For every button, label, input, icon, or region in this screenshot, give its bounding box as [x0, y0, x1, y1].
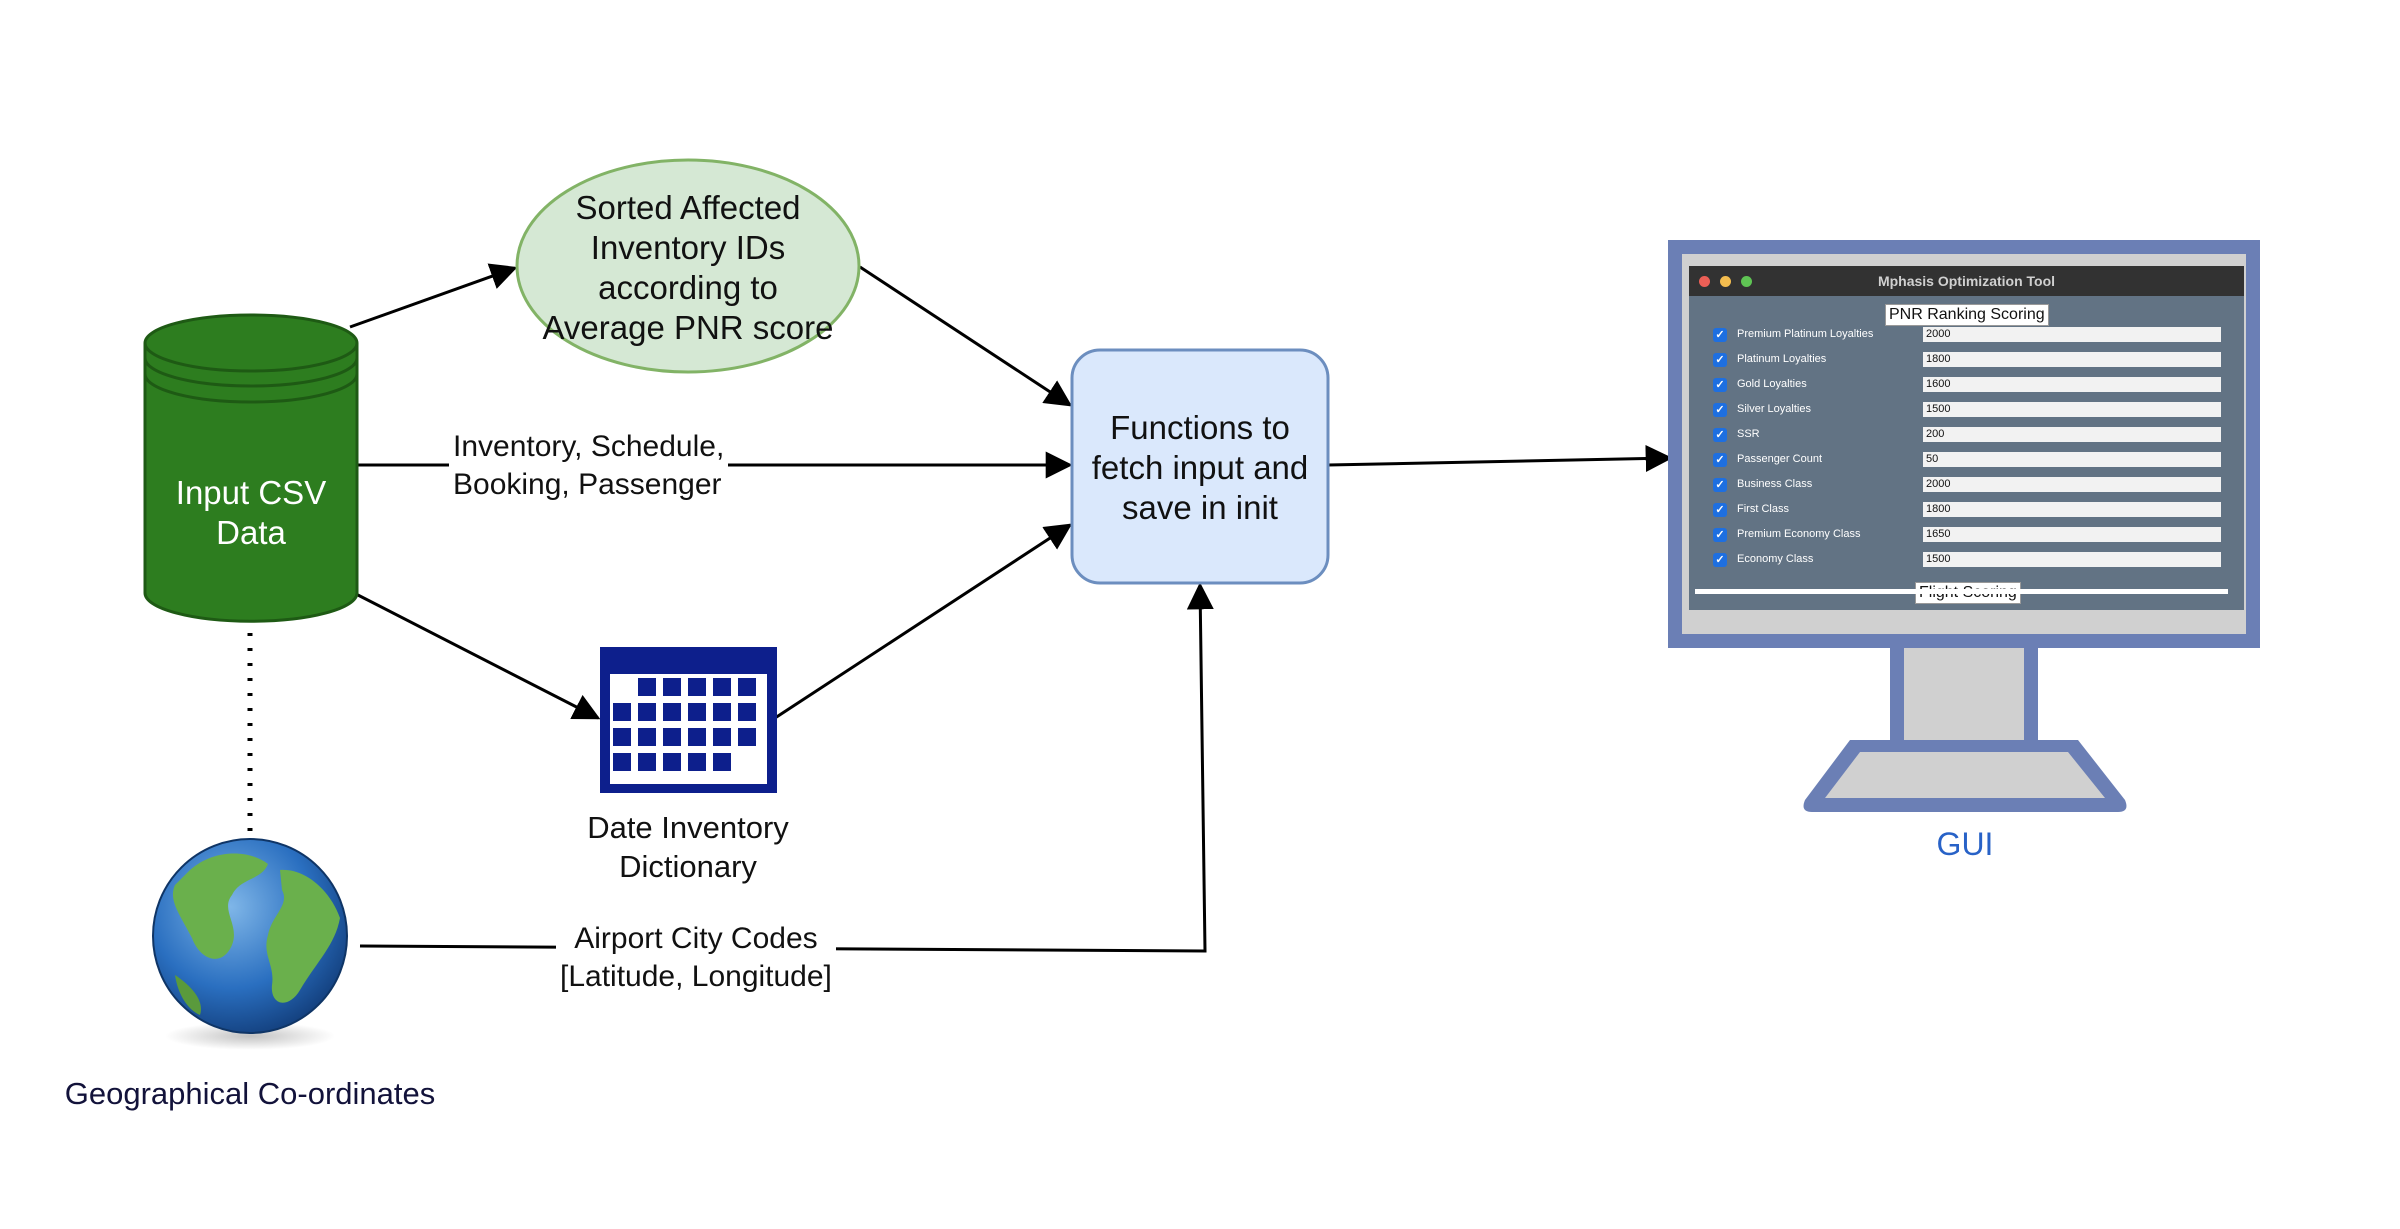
geo-label: Geographical Co-ordinates [64, 1076, 436, 1111]
gui-setting-input[interactable]: 2000 [1923, 477, 2221, 492]
gui-setting-row: ✓ Economy Class 1500 [1713, 549, 2233, 571]
calendar-day-cell [663, 728, 681, 746]
checkbox-icon[interactable]: ✓ [1713, 528, 1727, 542]
calendar-icon [600, 647, 777, 793]
functions-box [1070, 348, 1330, 585]
edge-calendar-to-functions [774, 523, 1073, 720]
calendar-day-cell [713, 703, 731, 721]
checkbox-icon[interactable]: ✓ [1713, 403, 1727, 417]
gui-setting-input[interactable]: 1800 [1923, 352, 2221, 367]
functions-label: Functions to fetch input and save in ini… [1091, 409, 1309, 526]
checkbox-icon[interactable]: ✓ [1713, 378, 1727, 392]
calendar-day-cell [688, 678, 706, 696]
gui-setting-row: ✓ First Class 1800 [1713, 499, 2233, 521]
gui-setting-input[interactable]: 200 [1923, 427, 2221, 442]
gui-window: Mphasis Optimization Tool PNR Ranking Sc… [1689, 266, 2244, 610]
gui-setting-label: Passenger Count [1737, 453, 1822, 465]
gui-setting-input[interactable]: 1500 [1923, 552, 2221, 567]
gui-setting-input[interactable]: 2000 [1923, 327, 2221, 342]
checkbox-icon[interactable]: ✓ [1713, 453, 1727, 467]
gui-setting-input[interactable]: 1800 [1923, 502, 2221, 517]
calendar-day-cell [738, 728, 756, 746]
gui-setting-label: Gold Loyalties [1737, 378, 1807, 390]
calendar-day-cell [738, 678, 756, 696]
gui-setting-row: ✓ Platinum Loyalties 1800 [1713, 349, 2233, 371]
gui-setting-row: ✓ Business Class 2000 [1713, 474, 2233, 496]
close-dot-icon[interactable] [1699, 276, 1710, 287]
calendar-day-cell [713, 753, 731, 771]
gui-setting-row: ✓ Premium Platinum Loyalties 2000 [1713, 324, 2233, 346]
edge-sorted-to-functions [859, 265, 1073, 407]
gui-setting-row: ✓ Silver Loyalties 1500 [1713, 399, 2233, 421]
gui-setting-row: ✓ SSR 200 [1713, 424, 2233, 446]
checkbox-icon[interactable]: ✓ [1713, 478, 1727, 492]
gui-setting-label: Premium Platinum Loyalties [1737, 328, 1874, 340]
minimize-dot-icon[interactable] [1720, 276, 1731, 287]
checkbox-icon[interactable]: ✓ [1713, 353, 1727, 367]
geo-edge-label: Airport City Codes [Latitude, Longitude] [556, 920, 836, 996]
checkbox-icon[interactable]: ✓ [1713, 503, 1727, 517]
database-cylinder-icon [143, 313, 359, 623]
gui-bottom-bar [1695, 589, 2228, 594]
calendar-day-cell [688, 753, 706, 771]
checkbox-icon[interactable]: ✓ [1713, 553, 1727, 567]
csv-edge-label: Inventory, Schedule, Booking, Passenger [449, 428, 729, 504]
calendar-day-cell [738, 703, 756, 721]
date-inventory-label: Date Inventory Dictionary [587, 810, 789, 884]
calendar-day-cell [688, 728, 706, 746]
pnr-section-heading: PNR Ranking Scoring [1885, 304, 2049, 326]
sorted-inventory-label: Sorted Affected Inventory IDs according … [542, 189, 834, 346]
calendar-day-cell [638, 753, 656, 771]
gui-setting-input[interactable]: 1650 [1923, 527, 2221, 542]
input-csv-label: Input CSV Data [175, 474, 327, 551]
edge-csv-to-sorted [349, 263, 518, 329]
gui-window-title: Mphasis Optimization Tool [1877, 273, 2056, 289]
checkbox-icon[interactable]: ✓ [1713, 328, 1727, 342]
gui-setting-row: ✓ Gold Loyalties 1600 [1713, 374, 2233, 396]
calendar-day-cell [613, 703, 631, 721]
globe-icon [152, 838, 348, 1050]
calendar-day-cell [663, 703, 681, 721]
maximize-dot-icon[interactable] [1741, 276, 1752, 287]
calendar-day-cell [688, 703, 706, 721]
calendar-day-cell [663, 753, 681, 771]
gui-setting-input[interactable]: 1500 [1923, 402, 2221, 417]
edge-geo-to-functions [359, 582, 1214, 953]
gui-label: GUI [1936, 826, 1994, 862]
edge-csv-to-calendar [351, 590, 601, 720]
gui-setting-label: Silver Loyalties [1737, 403, 1811, 415]
gui-setting-label: Business Class [1737, 478, 1813, 490]
gui-setting-row: ✓ Passenger Count 50 [1713, 449, 2233, 471]
edge-functions-to-gui [1327, 445, 1673, 472]
gui-setting-label: First Class [1737, 503, 1789, 515]
calendar-day-cell [613, 753, 631, 771]
calendar-day-cell [713, 678, 731, 696]
gui-setting-label: Premium Economy Class [1737, 528, 1861, 540]
gui-setting-label: Economy Class [1737, 553, 1814, 565]
sorted-inventory-ellipse [515, 158, 861, 374]
gui-setting-label: Platinum Loyalties [1737, 353, 1827, 365]
calendar-day-cell [613, 728, 631, 746]
gui-setting-label: SSR [1737, 428, 1760, 440]
gui-setting-input[interactable]: 1600 [1923, 377, 2221, 392]
calendar-day-cell [663, 678, 681, 696]
calendar-day-cell [638, 703, 656, 721]
calendar-day-cell [638, 728, 656, 746]
calendar-day-cell [638, 678, 656, 696]
calendar-day-cell [713, 728, 731, 746]
gui-titlebar: Mphasis Optimization Tool [1689, 266, 2244, 296]
gui-setting-input[interactable]: 50 [1923, 452, 2221, 467]
checkbox-icon[interactable]: ✓ [1713, 428, 1727, 442]
gui-setting-row: ✓ Premium Economy Class 1650 [1713, 524, 2233, 546]
